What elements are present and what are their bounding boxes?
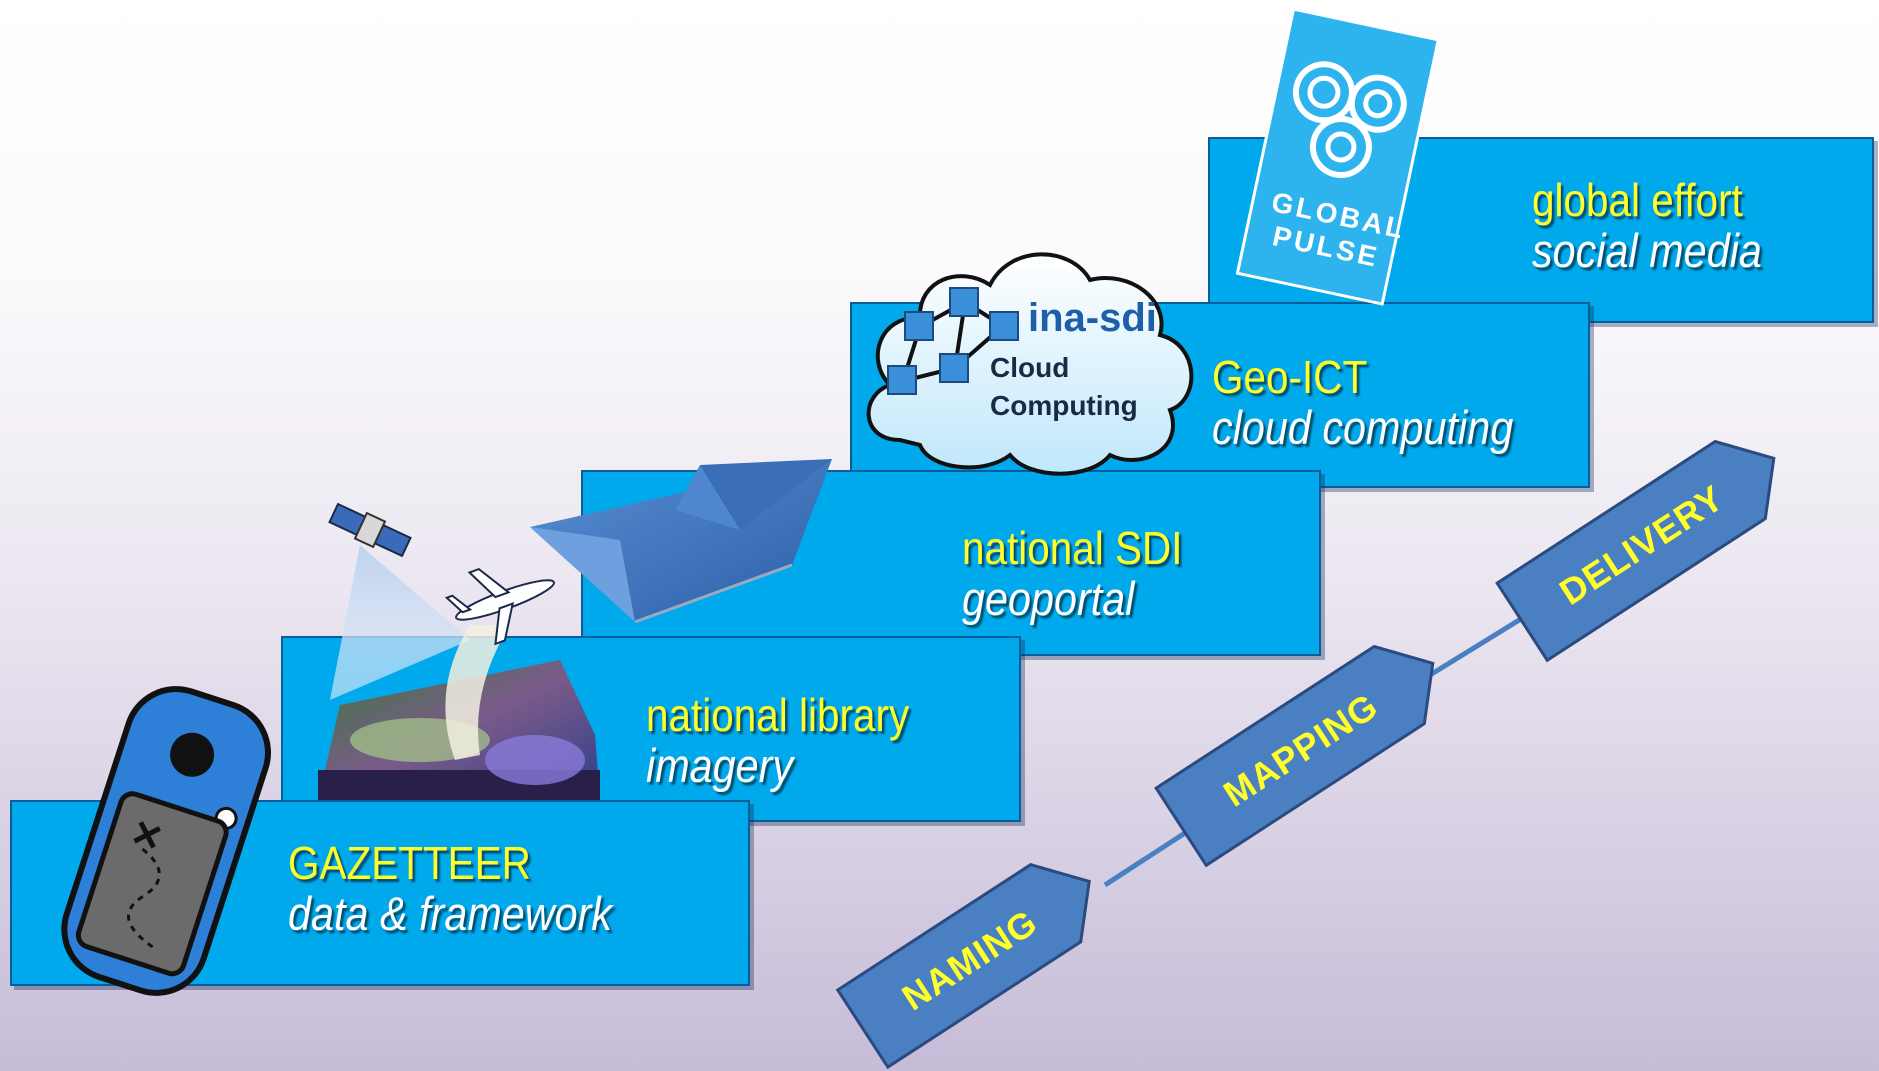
step-subtitle: imagery xyxy=(646,738,794,792)
delivery-arrow: DELIVERY xyxy=(1495,439,1776,663)
step-subtitle: geoportal xyxy=(962,571,1135,625)
step-subtitle: data & framework xyxy=(288,886,613,940)
airplane-icon xyxy=(444,567,555,646)
paper-boat-icon xyxy=(530,459,832,624)
step-title: national library xyxy=(646,689,910,741)
label-gazetteer: GAZETTEER data & framework xyxy=(288,837,656,940)
label-geo-ict: Geo-ICT cloud computing xyxy=(1212,351,1554,454)
label-national-sdi: national SDI geoportal xyxy=(962,522,1213,625)
step-title: GAZETTEER xyxy=(288,837,531,889)
satellite-icon xyxy=(328,502,412,558)
naming-arrow: NAMING xyxy=(835,863,1091,1070)
cloud-title: ina-sdi xyxy=(1028,296,1157,340)
satellite-imagery-icon xyxy=(318,625,600,800)
satellite-beam-icon xyxy=(330,545,470,700)
step-title: Geo-ICT xyxy=(1212,351,1368,403)
gps-device-icon xyxy=(61,686,272,996)
mapping-arrow: MAPPING xyxy=(1154,644,1435,868)
step-subtitle: cloud computing xyxy=(1212,400,1514,454)
step-title: global effort xyxy=(1532,174,1743,226)
label-national-library: national library imagery xyxy=(646,689,945,792)
step-title: national SDI xyxy=(962,522,1183,574)
cloud-line-1: Cloud xyxy=(990,352,1069,383)
cloud-line-2: Computing xyxy=(990,390,1138,421)
label-global-effort: global effort social media xyxy=(1532,174,1793,277)
cloud-network-icon: ina-sdi Cloud Computing xyxy=(866,252,1194,476)
step-subtitle: social media xyxy=(1532,223,1762,277)
global-pulse-logo-icon: GLOBAL PULSE xyxy=(1235,7,1441,306)
